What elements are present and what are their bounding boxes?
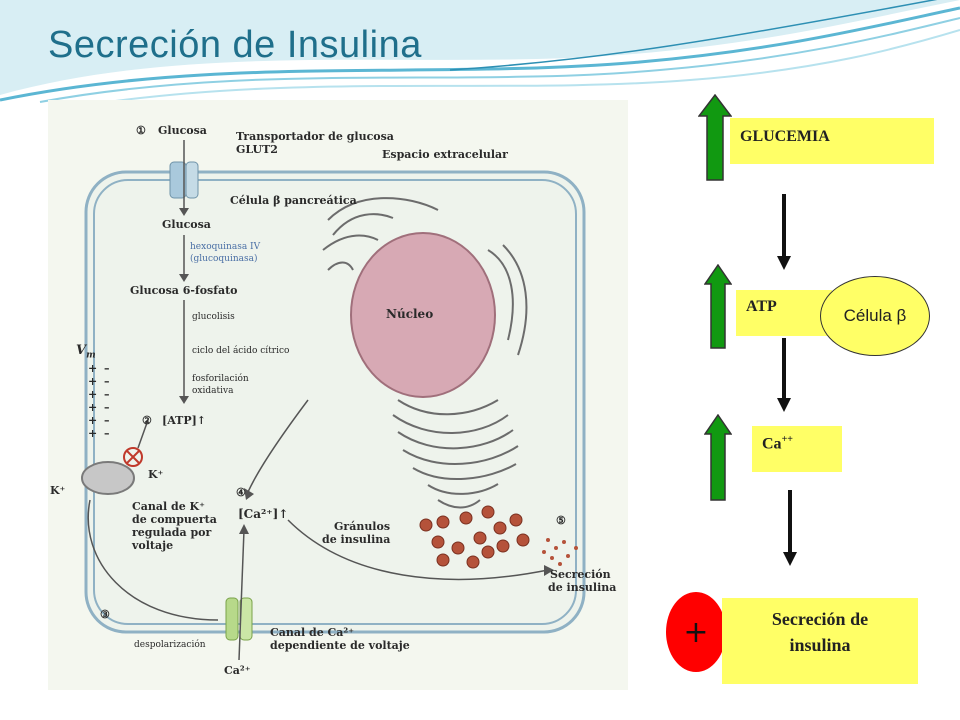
atp-up-arrow: [704, 264, 732, 349]
label-canal-ca-1: Canal de Ca²⁺: [270, 626, 355, 639]
membrane-minus-signs: – – – – – –: [104, 362, 110, 440]
calcio-up-arrow: [704, 414, 732, 501]
label-ca-out: Ca²⁺: [224, 664, 251, 677]
label-canal-ca-2: dependiente de voltaje: [270, 639, 410, 652]
step-2-marker: ②: [142, 414, 152, 427]
nucleus: [350, 232, 496, 398]
step-3-marker: ③: [100, 608, 110, 621]
label-k-plus: K⁺: [148, 468, 164, 481]
step-1-marker: ①: [136, 124, 146, 137]
k-channel: [81, 461, 135, 495]
secreted-insulin-dots: [542, 538, 578, 566]
label-ca-concentration: [Ca²⁺]↑: [238, 507, 289, 521]
atp-box: ATP: [736, 290, 832, 336]
label-espacio-extracelular: Espacio extracelular: [382, 148, 508, 161]
label-secrecion-2: de insulina: [548, 581, 617, 594]
arrow-calcio-to-secrecion: [783, 490, 797, 566]
label-nucleo: Núcleo: [386, 307, 434, 321]
positive-effect-circle: +: [666, 592, 726, 672]
label-celula-beta: Célula β pancreática: [230, 194, 357, 207]
label-despolarizacion: despolarización: [134, 640, 206, 650]
label-canal-k-2: de compuerta: [132, 513, 217, 526]
beta-cell-diagram: [48, 100, 628, 690]
label-k-plus-out: K⁺: [50, 484, 66, 497]
label-canal-k-3: regulada por: [132, 526, 212, 539]
label-glut2: GLUT2: [236, 143, 278, 156]
secrecion-insulina-box: Secreción de insulina: [722, 598, 918, 684]
label-glucosa-intracelular: Glucosa: [162, 218, 211, 231]
k-channel-blocked-symbol: [123, 447, 143, 467]
label-atp-concentration: [ATP]↑: [162, 414, 207, 427]
step-5-marker: ⑤: [556, 514, 566, 527]
label-hexoquinasa: hexoquinasa IV: [190, 242, 261, 252]
glucemia-box: GLUCEMIA: [730, 118, 934, 164]
glucemia-up-arrow: [698, 94, 732, 181]
page-title: Secreción de Insulina: [48, 24, 422, 66]
step-4-marker: ④: [236, 486, 246, 499]
arrow-atp-to-calcio: [777, 338, 791, 412]
label-transportador: Transportador de glucosa: [236, 130, 394, 143]
label-canal-k-1: Canal de K⁺: [132, 500, 205, 513]
ca-channel: [225, 597, 239, 641]
celula-beta-ellipse: Célula β: [820, 276, 930, 356]
label-glucosa-6-fosfato: Glucosa 6-fosfato: [130, 284, 238, 297]
label-glucolisis: glucolisis: [192, 312, 235, 322]
endoplasmic-reticulum: [322, 197, 528, 509]
arrow-glucemia-to-atp: [777, 194, 791, 270]
label-canal-k-4: voltaje: [132, 539, 174, 552]
label-granulos-1: Gránulos: [334, 520, 391, 533]
label-secrecion-1: Secreción: [550, 568, 611, 581]
label-glucoquinasa: (glucoquinasa): [190, 254, 258, 264]
label-ciclo-acido-citrico: ciclo del ácido cítrico: [192, 346, 290, 356]
label-granulos-2: de insulina: [322, 533, 391, 546]
header-swoosh-decoration: [0, 0, 960, 107]
label-fosforilacion: fosforilación: [192, 374, 249, 384]
membrane-plus-signs: + + + + + +: [88, 362, 98, 440]
insulin-granules: [419, 505, 530, 569]
label-vm: Vm: [76, 343, 96, 361]
label-glucosa-extracelular: Glucosa: [158, 124, 207, 137]
calcio-box: Ca++: [752, 426, 842, 472]
label-oxidativa: oxidativa: [192, 386, 234, 396]
